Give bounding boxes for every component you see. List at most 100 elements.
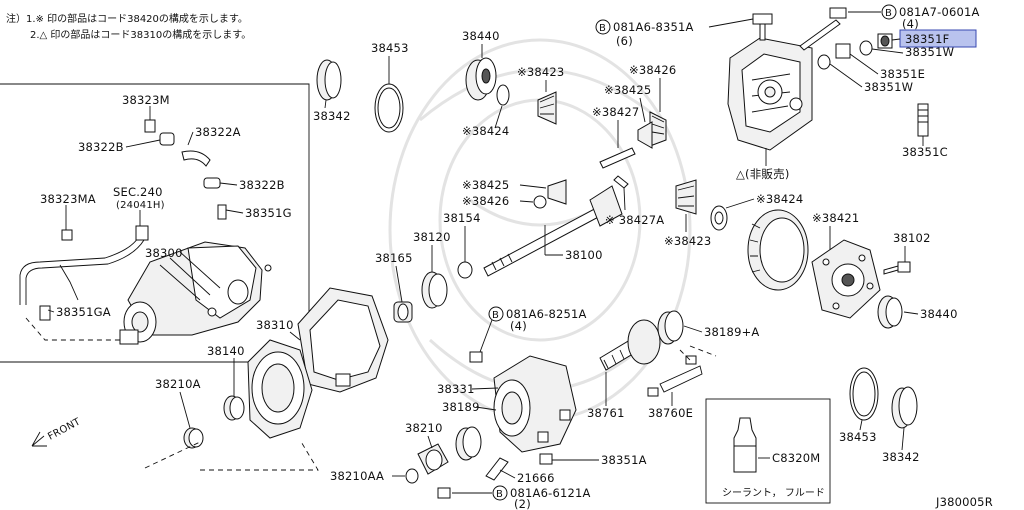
label-38210[interactable]: 38210 xyxy=(405,421,443,435)
label-38351c[interactable]: 38351C xyxy=(902,145,948,159)
rear-cover-38310 xyxy=(727,37,813,151)
label-38322b-left[interactable]: 38322B xyxy=(78,140,124,154)
label-38342-top[interactable]: 38342 xyxy=(313,109,351,123)
label-38322a[interactable]: 38322A xyxy=(195,125,241,139)
label-38100[interactable]: 38100 xyxy=(565,248,603,262)
label-38351w-2[interactable]: 38351W xyxy=(864,80,913,94)
label-38351f[interactable]: 38351F xyxy=(905,32,949,46)
label-38210aa[interactable]: 38210AA xyxy=(330,469,384,483)
bolt-6121a xyxy=(437,487,451,499)
label-38426-mid[interactable]: ※38426 xyxy=(462,194,509,208)
highlight-38351f[interactable] xyxy=(899,29,977,48)
bearing-38440-top xyxy=(465,57,497,101)
seal-38210a xyxy=(183,427,204,449)
sealant-bottle-icon xyxy=(733,417,757,473)
label-38425-top[interactable]: ※38425 xyxy=(604,83,651,97)
note-line-2: 2.△ 印の部品はコード38310の構成を示します。 xyxy=(30,28,251,41)
bolt-callout-6121a[interactable]: B xyxy=(492,485,508,501)
label-38310[interactable]: 38310 xyxy=(256,318,294,332)
harness-38760e xyxy=(647,355,703,397)
label-38453-top[interactable]: 38453 xyxy=(371,41,409,55)
label-sec240[interactable]: SEC.240 xyxy=(113,185,163,199)
seal-38189a xyxy=(657,310,684,345)
label-38427-top[interactable]: ※38427 xyxy=(592,105,639,119)
label-38322b-right[interactable]: 38322B xyxy=(239,178,285,192)
bolt-callout-0601a[interactable]: B xyxy=(881,4,897,20)
label-38351w-1[interactable]: 38351W xyxy=(905,45,954,59)
label-38102[interactable]: 38102 xyxy=(893,231,931,245)
label-c8320m[interactable]: C8320M xyxy=(772,451,820,465)
label-081a6-6121a[interactable]: 081A6-6121A xyxy=(510,486,591,500)
label-38165[interactable]: 38165 xyxy=(375,251,413,265)
breather-hose xyxy=(19,225,149,321)
washer-38426-mid xyxy=(533,195,547,209)
label-38440-top[interactable]: 38440 xyxy=(462,29,500,43)
label-38421[interactable]: ※38421 xyxy=(812,211,859,225)
pinion-shaft-38427-top xyxy=(599,147,636,169)
label-38761[interactable]: 38761 xyxy=(587,406,625,420)
label-38351a[interactable]: 38351A xyxy=(601,453,647,467)
bearing-38120 xyxy=(421,271,448,309)
bolt-callout-8251a[interactable]: B xyxy=(488,306,504,322)
bolt-38102 xyxy=(883,261,911,275)
extension-housing-38331 xyxy=(493,355,577,453)
bearing-38140-ring xyxy=(223,395,245,421)
label-38351ga[interactable]: 38351GA xyxy=(56,305,111,319)
label-38427a[interactable]: ※ 38427A xyxy=(605,213,664,227)
label-38424-top[interactable]: ※38424 xyxy=(462,124,509,138)
label-38189[interactable]: 38189 xyxy=(442,400,480,414)
label-38760e[interactable]: 38760E xyxy=(648,406,693,420)
label-21666[interactable]: 21666 xyxy=(517,471,555,485)
label-38351g[interactable]: 38351G xyxy=(245,206,292,220)
label-38453-bottom[interactable]: 38453 xyxy=(839,430,877,444)
label-sec240-sub: (24041H) xyxy=(116,200,165,211)
oil-seal-38342-bottom xyxy=(891,386,918,429)
svg-text:B: B xyxy=(492,310,499,321)
bolts-cover xyxy=(752,7,929,137)
label-38120[interactable]: 38120 xyxy=(413,230,451,244)
label-081a6-8351a-top[interactable]: 081A6-8351A xyxy=(613,20,694,34)
collar-38165 xyxy=(393,301,413,323)
note-line-1: 注）1.※ 印の部品はコード38420の構成を示します。 xyxy=(6,12,248,25)
differential-assembly-38300 xyxy=(119,241,272,345)
label-081a7-0601a[interactable]: 081A7-0601A xyxy=(899,5,980,19)
filler-plug-38351f[interactable] xyxy=(877,33,893,49)
label-081a6-8251a[interactable]: 081A6-8251A xyxy=(506,307,587,321)
label-38423-top[interactable]: ※38423 xyxy=(517,65,564,79)
label-38210a[interactable]: 38210A xyxy=(155,377,201,391)
bolt-callout-8351a-top[interactable]: B xyxy=(595,19,611,35)
label-38140[interactable]: 38140 xyxy=(207,344,245,358)
svg-text:B: B xyxy=(496,489,503,500)
label-38154[interactable]: 38154 xyxy=(443,211,481,225)
bearing-38440-mid xyxy=(877,295,903,329)
label-38323m[interactable]: 38323M xyxy=(122,93,170,107)
ring-gear-38421 xyxy=(747,209,809,291)
label-38423-mid[interactable]: ※38423 xyxy=(664,234,711,248)
label-38300[interactable]: 38300 xyxy=(145,246,183,260)
label-38440-mid[interactable]: 38440 xyxy=(920,307,958,321)
label-38323ma[interactable]: 38323MA xyxy=(40,192,96,206)
rear-housing-38140 xyxy=(247,339,313,439)
companion-flange-38761 xyxy=(599,319,661,371)
differential-case xyxy=(811,239,881,319)
bolt-8251a xyxy=(469,351,483,363)
collapsible-spacer-38154 xyxy=(457,261,473,279)
label-38425-mid[interactable]: ※38425 xyxy=(462,178,509,192)
label-081a6-6121a-qty: (2) xyxy=(514,497,531,510)
seal-38189-ring xyxy=(455,426,482,461)
pinion-gear-38423-top xyxy=(537,91,557,125)
label-38342-bottom[interactable]: 38342 xyxy=(882,450,920,464)
pinion-38425-top xyxy=(637,121,653,149)
label-38189a[interactable]: 38189+A xyxy=(704,325,760,339)
label-38426-top[interactable]: ※38426 xyxy=(629,63,676,77)
label-38331[interactable]: 38331 xyxy=(437,382,475,396)
sealant-box xyxy=(705,398,831,504)
bracket-21666 xyxy=(485,457,509,481)
label-sealant-fluid: シーラント， フルード xyxy=(722,487,825,499)
label-081a7-0601a-qty: (4) xyxy=(902,17,919,31)
label-not-sold: △(非販売) xyxy=(736,167,790,181)
hose-fittings xyxy=(144,119,227,220)
label-38351e[interactable]: 38351E xyxy=(880,67,925,81)
label-38424-mid[interactable]: ※38424 xyxy=(756,192,803,206)
